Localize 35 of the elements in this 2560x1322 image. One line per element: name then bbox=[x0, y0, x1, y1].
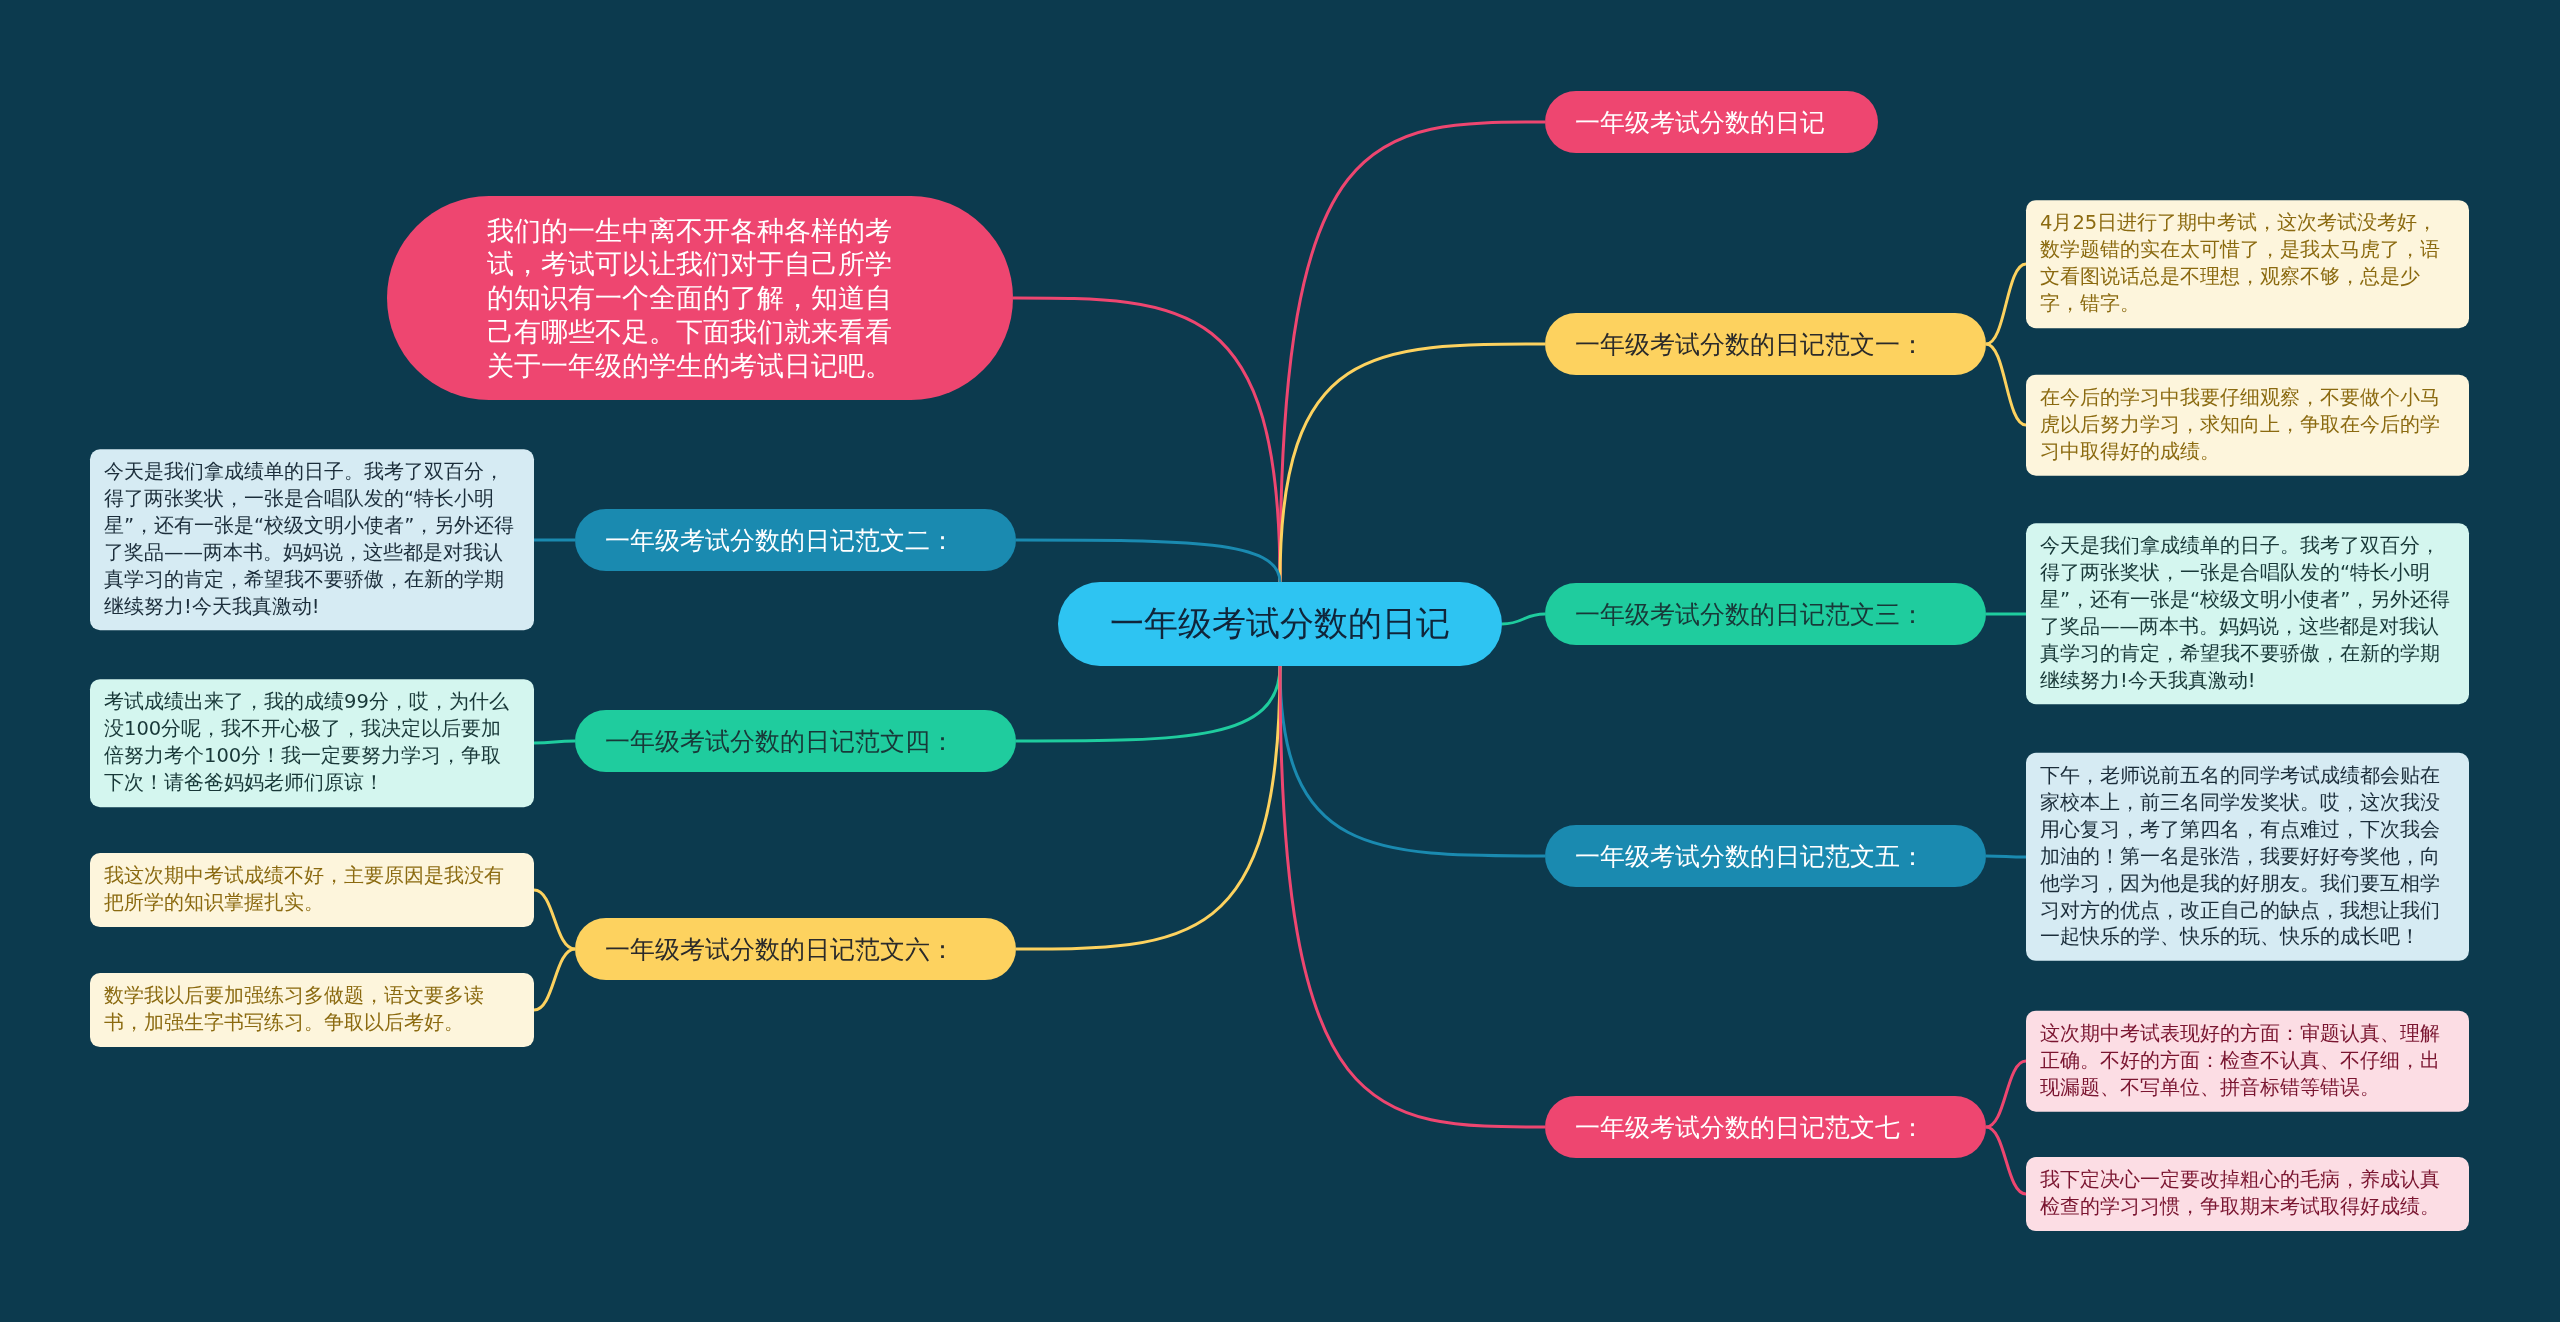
note-card: 在今后的学习中我要仔细观察，不要做个小马虎以后努力学习，求知向上，争取在今后的学习中取得好的成绩。 bbox=[2026, 374, 2469, 476]
topic-pill: 一年级考试分数的日记 bbox=[1545, 91, 1878, 153]
connector-line bbox=[1985, 1125, 2027, 1196]
connector-line bbox=[533, 947, 576, 1012]
connector-line bbox=[533, 888, 576, 951]
connector-line bbox=[1986, 854, 2026, 859]
connector-line bbox=[1985, 1059, 2027, 1129]
topic-pill: 一年级考试分数的日记范文一： bbox=[1545, 313, 1986, 375]
central-topic: 一年级考试分数的日记 bbox=[1058, 582, 1502, 666]
note-card: 下午，老师说前五名的同学考试成绩都会贴在家校本上，前三名同学发奖状。哎，这次我没用心复习，考了第四名，有点难过，下次我会加油的！第一名是张浩，我要好好夸奖他，向他学习，因为他是我的好朋友。我们要互相学习对方的优点，改正自己的缺点，我想让我们一起快乐的学、快乐的玩、快乐的成长吧！ bbox=[2026, 752, 2469, 962]
topic-pill: 一年级考试分数的日记范文四： bbox=[575, 710, 1016, 772]
note-card: 我这次期中考试成绩不好，主要原因是我没有把所学的知识掌握扎实。 bbox=[90, 853, 534, 927]
topic-pill: 一年级考试分数的日记范文六： bbox=[575, 918, 1016, 980]
topic-pill: 一年级考试分数的日记范文三： bbox=[1545, 583, 1986, 645]
topic-pill: 一年级考试分数的日记范文七： bbox=[1545, 1096, 1986, 1158]
note-card: 4月25日进行了期中考试，这次考试没考好，数学题错的实在太可惜了，是我太马虎了，语文看图说话总是不理想，观察不够，总是少字，错字。 bbox=[2026, 200, 2469, 328]
connector-line bbox=[1986, 612, 2026, 616]
topic-pill: 一年级考试分数的日记范文五： bbox=[1545, 825, 1986, 887]
connector-line bbox=[1016, 538, 1282, 583]
connector-line bbox=[534, 739, 575, 745]
note-card: 这次期中考试表现好的方面：审题认真、理解正确。不好的方面：检查不认真、不仔细，出现漏题、不写单位、拼音标错等错误。 bbox=[2026, 1010, 2469, 1112]
note-card: 今天是我们拿成绩单的日子。我考了双百分，得了两张奖状，一张是合唱队发的“特长小明星”，还有一张是“校级文明小使者”，另外还得了奖品——两本书。妈妈说，这些都是对我认真学习的肯定，希望我不要骄傲，在新的学期继续努力!今天我真激动! bbox=[90, 449, 534, 631]
note-card: 今天是我们拿成绩单的日子。我考了双百分，得了两张奖状，一张是合唱队发的“特长小明星”，还有一张是“校级文明小使者”，另外还得了奖品——两本书。妈妈说，这些都是对我认真学习的肯定，希望我不要骄傲，在新的学期继续努力!今天我真激动! bbox=[2026, 523, 2469, 705]
note-card: 数学我以后要加强练习多做题，语文要多读书，加强生字书写练习。争取以后考好。 bbox=[90, 973, 534, 1047]
connector-line bbox=[1985, 262, 2027, 346]
connector-line bbox=[1016, 665, 1282, 951]
connector-line bbox=[1985, 342, 2027, 427]
intro-bubble: 我们的一生中离不开各种各样的考试，考试可以让我们对于自己所学的知识有一个全面的了解，知道自己有哪些不足。下面我们就来看看关于一年级的学生的考试日记吧。 bbox=[387, 196, 1013, 400]
note-card: 考试成绩出来了，我的成绩99分，哎，为什么没100分呢，我不开心极了，我决定以后要加倍努力考个100分！我一定要努力学习，争取下次！请爸爸妈妈老师们原谅！ bbox=[90, 679, 534, 807]
connector-line bbox=[1278, 665, 1545, 1129]
topic-pill: 一年级考试分数的日记范文二： bbox=[575, 509, 1016, 571]
connector-line bbox=[1278, 342, 1545, 583]
connector-line bbox=[534, 538, 575, 542]
note-card: 我下定决心一定要改掉粗心的毛病，养成认真检查的学习习惯，争取期末考试取得好成绩。 bbox=[2026, 1157, 2469, 1231]
connector-line bbox=[1501, 612, 1546, 626]
